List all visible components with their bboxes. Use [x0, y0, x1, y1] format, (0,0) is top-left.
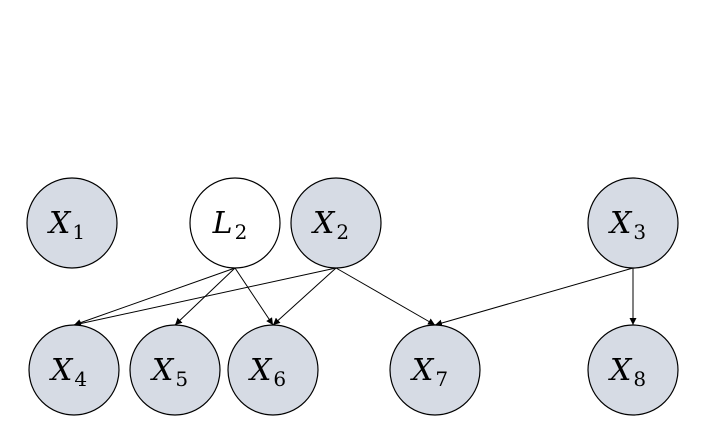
node-circle-x1 [26, 177, 118, 269]
node-circle-x5 [129, 324, 221, 416]
node-letter: X [47, 206, 72, 241]
edge-l2-to-x6 [234, 267, 274, 326]
node-letter: X [150, 353, 175, 388]
edge-x2-to-x6 [272, 267, 337, 326]
node-letter: X [608, 206, 633, 241]
edge-l2-to-x4 [73, 267, 236, 326]
node-letter: X [311, 206, 336, 241]
node-letter: X [410, 353, 435, 388]
node-subscript: 2 [336, 220, 349, 244]
node-subscript: 6 [273, 367, 286, 391]
node-circle-x8 [587, 324, 679, 416]
edge-x2-to-x4 [73, 267, 337, 327]
node-circle-l2 [189, 177, 281, 269]
node-circle-x6 [227, 324, 319, 416]
node-subscript: 5 [175, 367, 188, 391]
node-circle-x3 [587, 177, 679, 269]
node-subscript: 7 [435, 367, 448, 391]
node-circle-x4 [28, 324, 120, 416]
edge-x3-to-x7 [434, 267, 634, 327]
edges-layer [73, 267, 637, 327]
node-letter: X [49, 353, 74, 388]
node-subscript: 1 [72, 220, 85, 244]
node-letter: L [212, 206, 233, 241]
node-subscript: 8 [633, 367, 646, 391]
node-letter: X [248, 353, 273, 388]
node-subscript: 3 [633, 220, 646, 244]
node-circle-x2 [290, 177, 382, 269]
edge-x2-to-x7 [335, 267, 436, 326]
node-subscript: 2 [235, 220, 248, 244]
node-letter: X [608, 353, 633, 388]
node-subscript: 4 [74, 367, 87, 391]
node-circle-x7 [389, 324, 481, 416]
